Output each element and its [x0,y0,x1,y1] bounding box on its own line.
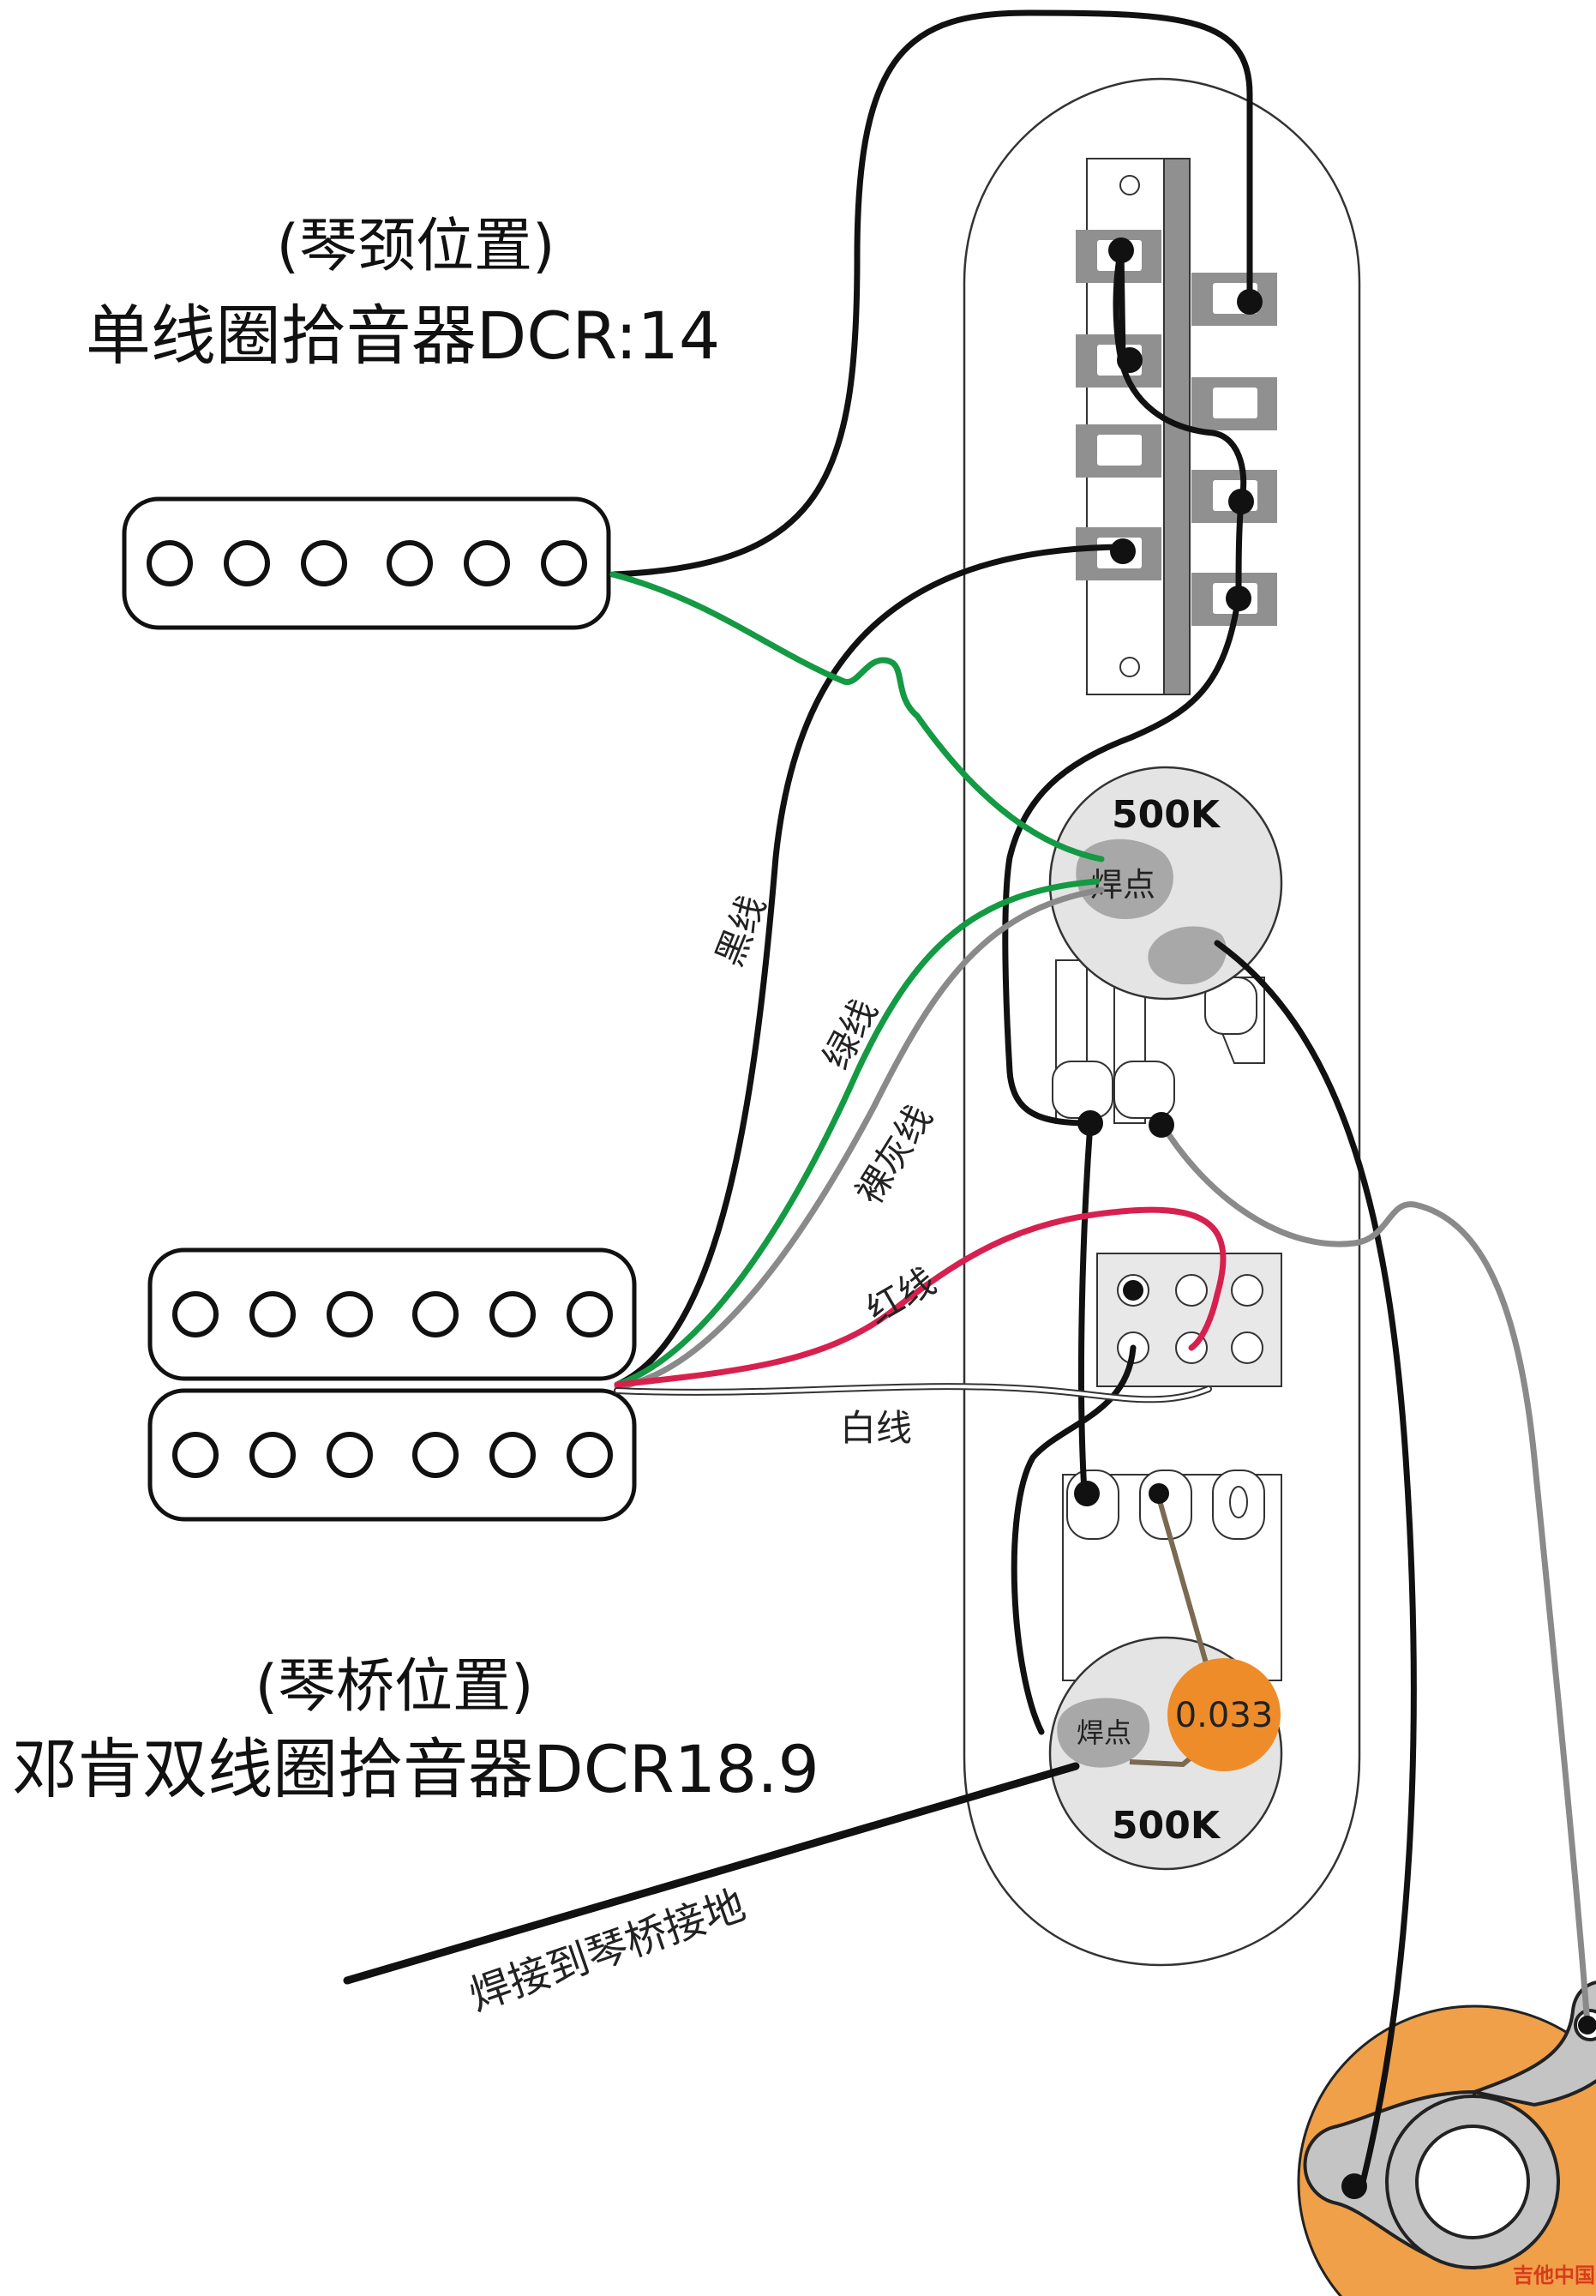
pole-piece [412,1432,459,1478]
solder-dots [1074,237,1596,2199]
volume-pot-value: 500K [1112,793,1221,837]
neck-pickup-name: 单线圈拾音器DCR:14 [86,298,720,374]
wires [343,9,1591,2185]
black-wire-bridge [614,544,1126,1388]
pole-piece [249,1291,296,1337]
capacitor-value: 0.033 [1175,1696,1274,1735]
white-wire [615,1385,1210,1402]
volume-pot[interactable]: 500K 焊点 [1048,766,1283,1001]
pole-piece [249,1432,296,1478]
pole-piece [567,1291,613,1337]
black-wire-terminal [1011,1344,1137,1735]
pole-piece [412,1291,459,1337]
pole-piece [301,540,347,586]
ground-wire [343,1762,1080,1985]
pole-piece [224,540,270,586]
switch-lug [1076,424,1161,478]
bridge-pickup-name: 邓肯双线圈拾音器DCR18.9 [12,1731,819,1807]
pole-piece [541,540,587,586]
pole-piece [489,1291,536,1337]
pole-piece [387,540,433,586]
gray-wire-volume-to-jack [1158,1120,1591,2029]
red-wire-label: 红线 [860,1259,943,1331]
volume-solder-label: 焊点 [1090,866,1155,904]
red-wire [614,1206,1227,1388]
neck-pickup [122,496,611,630]
gray-wire-bare [614,887,1105,1391]
pole-piece [147,540,193,586]
volume-solder-point-2 [1148,926,1227,985]
black-wire-volume-to-tone [1077,1120,1094,1495]
tone-solder-point [1057,1698,1150,1768]
output-jack[interactable] [1297,1980,1596,2296]
pole-piece [489,1432,536,1478]
pole-piece [327,1291,373,1337]
switch-lug [1191,377,1277,430]
tone-solder-label: 焊点 [1077,1716,1131,1749]
black-wire-volume-to-jack [1214,940,1417,2185]
pole-piece [172,1432,219,1478]
capacitor: 0.033 [1129,1491,1281,1771]
black-wire-switch-jumper-2 [1118,245,1126,364]
black-wire-switch-to-volume [1002,592,1242,1127]
white-wire-label: 白线 [840,1407,912,1449]
green-wire-bridge [614,878,1101,1388]
bridge-pickup [147,1247,637,1522]
green-wire-neck [609,571,1105,863]
bare-gray-wire-label: 裸灰线 [848,1097,940,1211]
black-wire-neck-hot [609,9,1253,578]
output-terminal [1096,1253,1282,1387]
neck-position-label: (琴颈位置) [276,213,555,280]
pole-piece [567,1432,613,1478]
bridge-position-label: (琴桥位置) [255,1653,533,1721]
tone-pot-value: 500K [1112,1804,1221,1848]
switch-lug [1191,273,1277,326]
black-wire-switch-jumper [1113,245,1247,599]
watermark: 吉他中国 [1513,2263,1595,2287]
pole-piece [327,1432,373,1478]
pole-piece [464,540,510,586]
pole-piece [172,1291,219,1337]
